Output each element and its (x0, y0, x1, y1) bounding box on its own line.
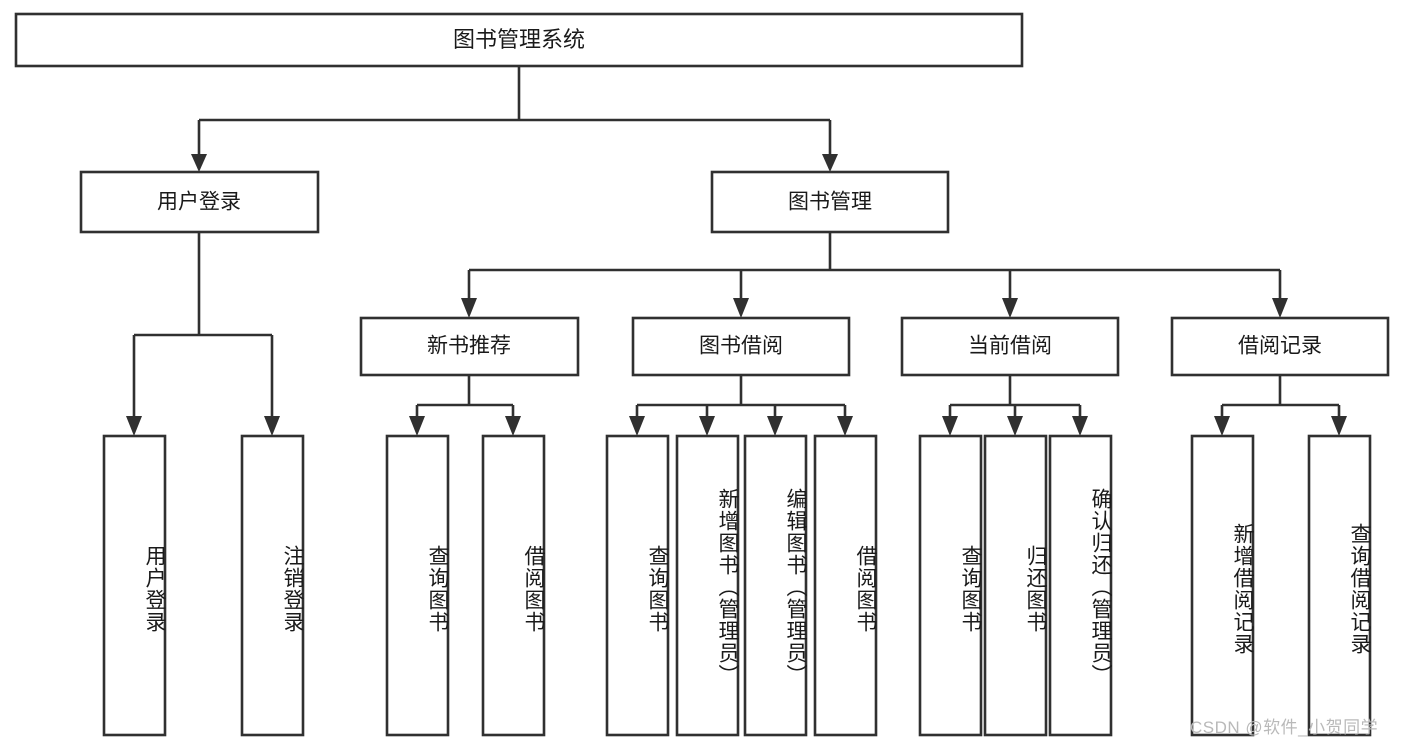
node-leaf-query-book-3[interactable] (918, 434, 983, 737)
connector-current-borrow-bus (942, 375, 1088, 436)
node-leaf-return-book[interactable] (983, 434, 1048, 737)
connector-book-manage-bus (469, 232, 1280, 272)
connector-borrow-record-bus (1214, 375, 1347, 436)
connector-to-borrow-record (1272, 270, 1288, 318)
node-root-label: 图书管理系统 (453, 27, 585, 52)
connector-book-borrow-bus (629, 375, 853, 436)
node-borrow-record[interactable]: 借阅记录 (1170, 316, 1390, 377)
connector-to-current-borrow (1002, 270, 1018, 318)
connector-root-to-book-manage (822, 120, 838, 172)
node-leaf-query-record[interactable] (1307, 434, 1372, 737)
node-leaf-user-login[interactable] (102, 434, 167, 737)
node-leaf-user-logout[interactable] (240, 434, 305, 737)
node-root[interactable]: 图书管理系统 (14, 12, 1024, 68)
node-book-borrow[interactable]: 图书借阅 (631, 316, 851, 377)
node-book-borrow-label: 图书借阅 (699, 335, 783, 358)
node-current-borrow-label: 当前借阅 (968, 335, 1052, 358)
node-leaf-borrow-book-1[interactable] (481, 434, 546, 737)
connector-to-book-borrow (733, 270, 749, 318)
node-new-book-recommend[interactable]: 新书推荐 (359, 316, 580, 377)
connector-root-bus (199, 66, 830, 122)
node-leaf-query-book-2[interactable] (605, 434, 670, 737)
node-leaf-edit-book[interactable] (743, 434, 808, 737)
connector-user-login-bus (126, 232, 280, 436)
node-user-login[interactable]: 用户登录 (79, 170, 320, 234)
node-book-manage[interactable]: 图书管理 (710, 170, 950, 234)
node-book-manage-label: 图书管理 (788, 191, 872, 214)
node-borrow-record-label: 借阅记录 (1238, 335, 1322, 358)
node-leaf-query-book-1[interactable] (385, 434, 450, 737)
connector-new-book-recommend-bus (409, 375, 521, 436)
node-leaf-add-record[interactable] (1190, 434, 1255, 737)
node-leaf-confirm-return[interactable] (1048, 434, 1113, 737)
node-user-login-label: 用户登录 (157, 191, 241, 214)
node-current-borrow[interactable]: 当前借阅 (900, 316, 1120, 377)
connector-to-new-book-recommend (461, 270, 477, 318)
csdn-watermark: CSDN @软件_小贺同学 (1190, 718, 1379, 737)
node-new-book-recommend-label: 新书推荐 (427, 335, 511, 358)
node-leaf-add-book[interactable] (675, 434, 740, 737)
connector-root-to-user-login (191, 120, 207, 172)
node-leaf-borrow-book-2[interactable] (813, 434, 878, 737)
